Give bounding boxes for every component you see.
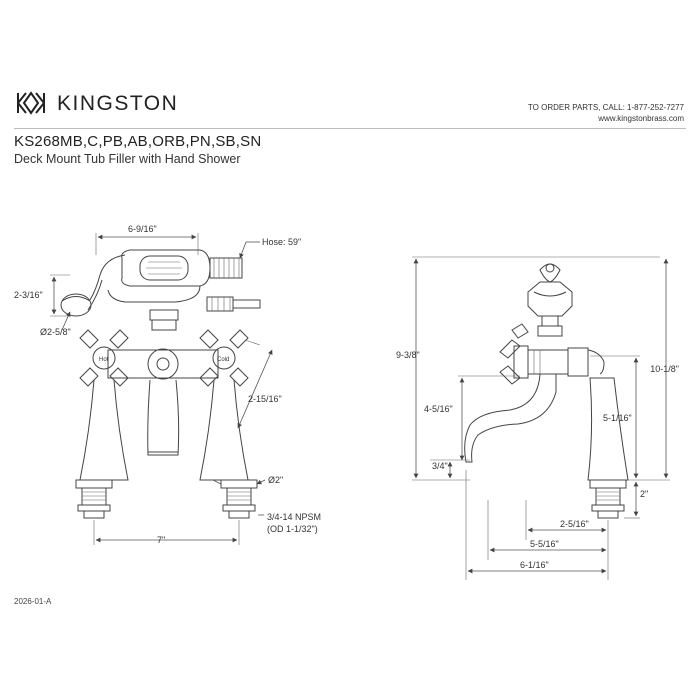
dim-handshower-height: 2-3/16" <box>14 290 43 300</box>
dim-overall-left: 9-3/8" <box>396 350 420 360</box>
side-view <box>412 256 670 580</box>
dim-depth-2: 5-5/16" <box>530 539 559 549</box>
product-description: Deck Mount Tub Filler with Hand Shower <box>14 152 241 166</box>
dim-depth-1: 2-5/16" <box>560 519 589 529</box>
dim-width: 6-9/16" <box>128 224 157 234</box>
svg-text:Hot: Hot <box>99 357 109 363</box>
order-info: TO ORDER PARTS, CALL: 1-877-252-7277 www… <box>528 102 684 124</box>
brand-name: KINGSTON <box>57 92 179 115</box>
model-number: KS268MB,C,PB,AB,ORB,PN,SB,SN <box>14 133 262 150</box>
dim-spout-tip: 3/4" <box>432 461 448 471</box>
dim-depth-3: 6-1/16" <box>520 560 549 570</box>
order-phone: TO ORDER PARTS, CALL: 1-877-252-7277 <box>527 103 684 112</box>
dim-thread-od: (OD 1-1/32") <box>267 524 318 534</box>
dim-shank-length: 2" <box>640 489 648 499</box>
front-view: Hot Cold <box>50 233 273 545</box>
dim-handle-height: 2-15/16" <box>248 394 282 404</box>
dim-thread: 3/4-14 NPSM <box>267 512 321 522</box>
dim-handshower-diameter: Ø2-5/8" <box>40 327 71 337</box>
dim-spout-height: 4-5/16" <box>424 404 453 414</box>
header-divider <box>14 128 686 129</box>
kingston-logo-icon <box>17 91 45 115</box>
dim-body-height: 5-1/16" <box>603 413 632 423</box>
document-number: 2026-01-A <box>14 597 52 606</box>
dim-shank-diameter: Ø2" <box>268 475 283 485</box>
order-website[interactable]: www.kingstonbrass.com <box>598 114 684 123</box>
dim-hose: Hose: 59" <box>262 237 301 247</box>
svg-text:Cold: Cold <box>217 357 229 363</box>
dim-overall-right: 10-1/8" <box>650 364 679 374</box>
dim-centers: 7" <box>157 535 165 545</box>
